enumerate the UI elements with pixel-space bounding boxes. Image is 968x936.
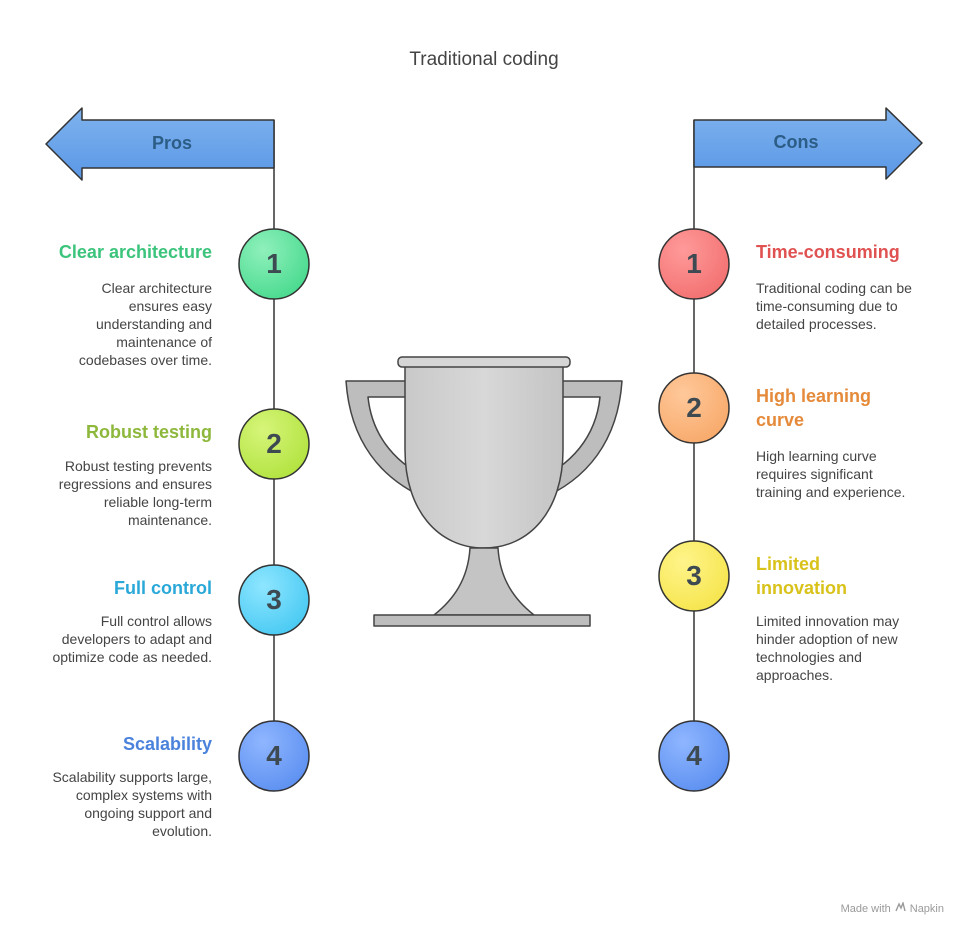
cons-description-1: Traditional coding can be time-consuming… <box>756 280 912 332</box>
made-with-label: Made with <box>840 903 891 915</box>
cons-heading-2: High learning curve <box>756 386 872 430</box>
pros-heading-4: Scalability <box>122 734 212 754</box>
diagram-title: Traditional coding <box>409 49 559 70</box>
cons-description-3: Limited innovation may hinder adoption o… <box>756 613 900 683</box>
pros-arrow <box>45 107 275 181</box>
cons-circle-2 <box>658 372 730 444</box>
pros-circle-4 <box>238 720 310 792</box>
pros-circle-2 <box>238 408 310 480</box>
pros-label: Pros <box>151 133 193 153</box>
pros-heading-1: Clear architecture <box>58 242 212 262</box>
pros-number-2: 2 <box>266 428 282 459</box>
pros-number-4: 4 <box>266 740 282 771</box>
cons-circle-1 <box>658 228 730 300</box>
cons-heading-3: Limited innovation <box>756 554 847 598</box>
pros-number-1: 1 <box>266 248 282 279</box>
cons-number-4: 4 <box>686 740 702 771</box>
napkin-brand-label: Napkin <box>909 903 944 915</box>
cons-number-3: 3 <box>686 560 702 591</box>
pros-number-3: 3 <box>266 584 282 615</box>
cons-number-2: 2 <box>686 392 702 423</box>
pros-description-1: Clear architecture ensures easy understa… <box>78 280 212 368</box>
trophy-icon <box>345 356 623 627</box>
pros-heading-2: Robust testing <box>86 422 212 442</box>
cons-number-1: 1 <box>686 248 702 279</box>
pros-description-2: Robust testing prevents regressions and … <box>58 458 212 528</box>
cons-heading-1: Time-consuming <box>756 242 900 262</box>
pros-circle-3 <box>238 564 310 636</box>
pros-heading-3: Full control <box>114 578 212 598</box>
pros-circle-1 <box>238 228 310 300</box>
cons-circle-3 <box>658 540 730 612</box>
pros-description-3: Full control allows developers to adapt … <box>52 613 212 665</box>
cons-arrow <box>693 107 923 180</box>
cons-description-2: High learning curve requires significant… <box>756 448 906 500</box>
napkin-logo-icon <box>895 900 906 916</box>
pros-description-4: Scalability supports large, complex syst… <box>52 769 212 839</box>
cons-circle-4 <box>658 720 730 792</box>
made-with-napkin-badge: Made with Napkin <box>840 900 944 916</box>
cons-label: Cons <box>773 132 819 152</box>
